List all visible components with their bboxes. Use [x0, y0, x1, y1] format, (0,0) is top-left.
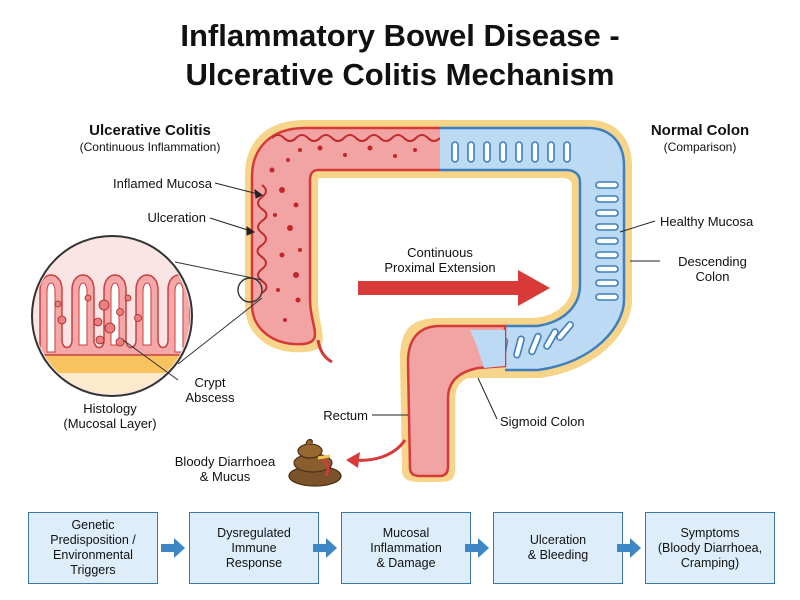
label-sigmoid-colon: Sigmoid Colon: [500, 414, 585, 429]
appendix-icon: [316, 339, 333, 364]
inflamed-colon-section: [245, 120, 440, 353]
sigmoid-rectum: [400, 318, 507, 482]
label-inflamed-mucosa: Inflamed Mucosa: [113, 176, 212, 191]
flow-step-text: (Bloody Diarrhoea,: [657, 540, 763, 555]
flow-arrow-icon: [465, 538, 489, 558]
label-diarrhoea-1: Bloody Diarrhoea: [174, 454, 276, 469]
flow-step-text: Triggers: [70, 563, 116, 577]
flow-step-ulceration: Ulceration & Bleeding: [493, 512, 623, 584]
normal-header-title: Normal Colon: [650, 122, 750, 139]
extension-arrow-icon: [358, 270, 550, 306]
flow-step-text: Ulceration: [529, 533, 587, 547]
flow-step-text: Response: [225, 555, 283, 570]
flow-arrow-icon: [313, 538, 337, 558]
flow-step-text: & Bleeding: [527, 548, 589, 562]
flow-step-text: Cramping): [680, 555, 740, 570]
label-ulceration: Ulceration: [147, 210, 206, 225]
leader-lines: [209, 182, 660, 420]
flow-step-text: Environmental: [53, 548, 133, 562]
label-crypt-abscess-1: Crypt: [194, 375, 226, 390]
diarrhoea-arrow-icon: [346, 439, 407, 468]
normal-header-subtitle: (Comparison): [663, 140, 737, 154]
flow-step-text: Dysregulated: [217, 525, 291, 540]
flow-step-text: Mucosal: [382, 525, 430, 540]
flow-step-genetic: Genetic Predisposition / Environmental T…: [28, 512, 158, 584]
label-extension-2: Proximal Extension: [384, 260, 496, 275]
flow-step-text: Genetic: [71, 518, 115, 532]
label-rectum: Rectum: [323, 408, 368, 423]
stool-icon: [288, 438, 342, 487]
flow-step-text: Symptoms: [680, 525, 740, 540]
label-histology-2: (Mucosal Layer): [63, 416, 157, 431]
label-descending-2: Colon: [695, 269, 730, 284]
label-crypt-abscess-2: Abscess: [185, 390, 235, 405]
uc-header-title: Ulcerative Colitis: [89, 122, 211, 139]
label-histology-1: Histology: [83, 401, 137, 416]
flow-step-symptoms: Symptoms (Bloody Diarrhoea, Cramping): [645, 512, 775, 584]
page-title-line2: Ulcerative Colitis Mechanism: [185, 57, 615, 92]
label-extension-1: Continuous: [407, 245, 473, 260]
flow-step-mucosal: Mucosal Inflammation & Damage: [341, 512, 471, 584]
flow-step-text: & Damage: [376, 555, 436, 570]
label-diarrhoea-2: & Mucus: [199, 469, 251, 484]
label-healthy-mucosa: Healthy Mucosa: [660, 214, 754, 229]
flow-step-text: Predisposition /: [50, 533, 136, 547]
flow-step-text: Inflammation: [370, 540, 442, 555]
flow-step-immune: Dysregulated Immune Response: [189, 512, 319, 584]
flow-step-text: Immune: [231, 540, 277, 555]
label-descending-1: Descending: [678, 254, 747, 269]
flow-arrow-icon: [161, 538, 185, 558]
uc-header-subtitle: (Continuous Inflammation): [79, 140, 221, 154]
flow-arrow-icon: [617, 538, 641, 558]
page-title-line1: Inflammatory Bowel Disease -: [180, 18, 620, 53]
